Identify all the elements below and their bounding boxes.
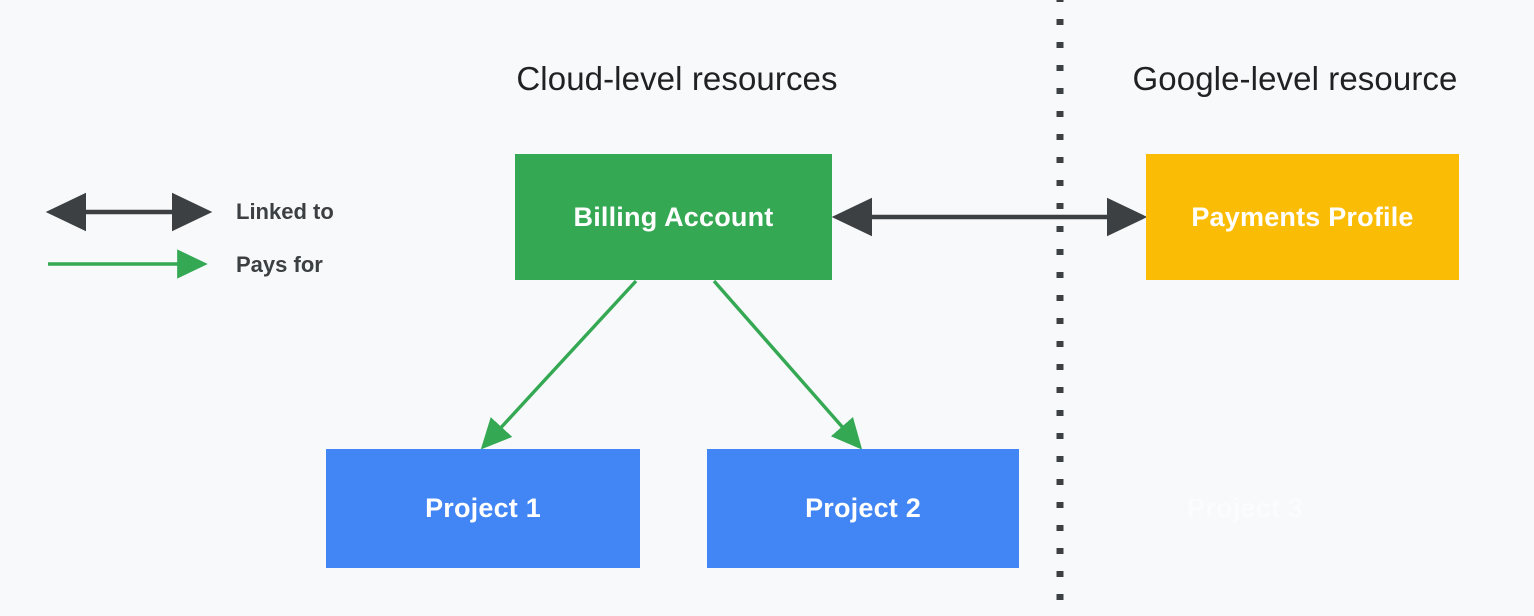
edge-billing-to-project-2 <box>712 279 863 450</box>
section-title-cloud-level: Cloud-level resources <box>516 60 838 97</box>
legend-label-pays-for: Pays for <box>236 252 323 277</box>
edge-billing-to-project-1 <box>480 279 638 450</box>
legend-label-linked-to: Linked to <box>236 199 334 224</box>
section-title-google-level: Google-level resource <box>1132 60 1458 97</box>
node-project-3[interactable]: Project 3 <box>1187 493 1303 523</box>
node-project-2[interactable]: Project 2 <box>707 449 1019 568</box>
node-payments-profile[interactable]: Payments Profile <box>1146 154 1459 280</box>
node-billing-account[interactable]: Billing Account <box>515 154 832 280</box>
node-project-1[interactable]: Project 1 <box>326 449 640 568</box>
